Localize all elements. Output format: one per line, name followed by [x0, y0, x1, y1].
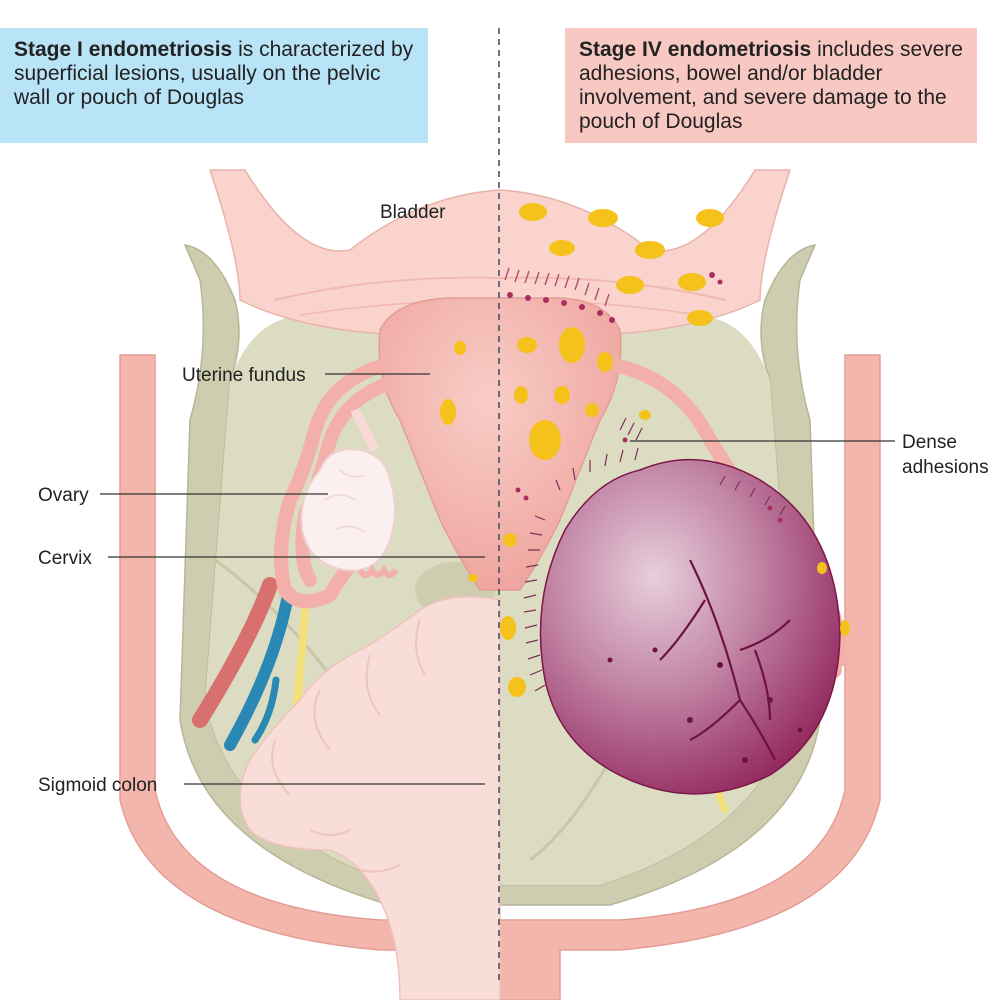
- stage-4-description: Stage IV endometriosis includes severe a…: [565, 28, 977, 143]
- pelvic-wall: [119, 354, 881, 1000]
- bladder: [208, 169, 792, 336]
- bladder-label: Bladder: [380, 202, 446, 223]
- vein: [224, 589, 294, 751]
- dense-adhesions: [523, 417, 786, 692]
- lesions: [440, 203, 850, 697]
- sigmoid-colon-label: Sigmoid colon: [38, 775, 157, 796]
- enlarged-ovary: [539, 458, 841, 795]
- ovary-label: Ovary: [38, 485, 89, 506]
- dense-adhesions-label-line2: adhesions: [902, 457, 989, 478]
- stage-1-title: Stage I endometriosis: [14, 38, 233, 61]
- cervix-label: Cervix: [38, 548, 92, 569]
- stage-1-description: Stage I endometriosis is characterized b…: [0, 28, 428, 143]
- dense-adhesions-label-line1: Dense: [902, 432, 957, 453]
- left-ovary: [300, 448, 396, 572]
- uterine-fundus-label: Uterine fundus: [182, 365, 306, 386]
- stage-1-text: is characterized by superficial lesions,…: [14, 38, 414, 109]
- bladder-adhesions: [504, 267, 610, 307]
- stage-4-title: Stage IV endometriosis: [579, 38, 812, 61]
- stage-4-text: includes severe adhesions, bowel and/or …: [579, 38, 963, 133]
- artery: [192, 577, 278, 728]
- sigmoid-colon: [239, 595, 501, 1000]
- uterus: [378, 297, 622, 591]
